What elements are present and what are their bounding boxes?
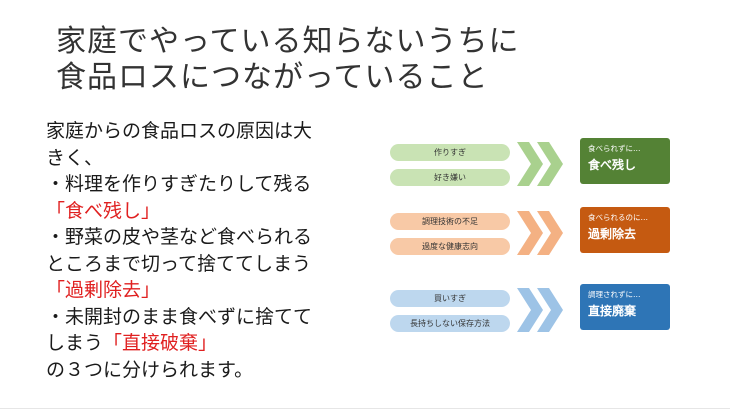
highlight-tabenokoshi: 「食べ残し」 bbox=[46, 199, 161, 222]
title-line-1: 家庭でやっている知らないうちに bbox=[56, 24, 520, 59]
result-title: 食べ残し bbox=[588, 158, 637, 172]
body-line: ・野菜の皮や茎など食べられる bbox=[46, 226, 313, 248]
body-line: 家庭からの食品ロスの原因は大 bbox=[46, 120, 313, 142]
title-line-2: 食品ロスにつながっていること bbox=[56, 60, 489, 95]
result-box: 調理されずに… 直接廃棄 bbox=[580, 284, 670, 330]
cause-pill: 過度な健康志向 bbox=[390, 238, 510, 255]
cause-pill: 長持ちしない保存方法 bbox=[390, 315, 510, 332]
body-text: 家庭からの食品ロスの原因は大 きく、 ・料理を作りすぎたりして残る 「食べ残し」… bbox=[46, 118, 356, 383]
double-chevron-icon bbox=[517, 211, 563, 255]
cause-pill: 好き嫌い bbox=[390, 169, 510, 186]
body-line: の３つに分けられます。 bbox=[46, 358, 254, 381]
divider bbox=[0, 408, 730, 409]
body-line: ところまで切って捨ててしまう bbox=[46, 252, 312, 275]
body-line: ・未開封のまま食べずに捨てて bbox=[46, 305, 313, 328]
body-line: ・料理を作りすぎたりして残る bbox=[46, 173, 312, 195]
highlight-kajojokyo: 「過剰除去」 bbox=[46, 279, 161, 301]
cause-pill: 調理技術の不足 bbox=[390, 213, 510, 230]
result-title: 過剰除去 bbox=[588, 227, 637, 241]
double-chevron-icon bbox=[517, 288, 563, 332]
slide-title: 家庭でやっている知らないうちに 食品ロスにつながっていること bbox=[56, 24, 696, 96]
cause-result-diagram: 作りすぎ 好き嫌い 食べられずに… 食べ残し 調理技術の不足 過度な健康志向 食… bbox=[380, 138, 710, 338]
body-line: きく、 bbox=[46, 146, 104, 169]
cause-pill: 買いすぎ bbox=[390, 290, 510, 307]
body-line-part: しまう bbox=[46, 332, 104, 354]
result-subtitle: 調理されずに… bbox=[588, 290, 641, 299]
result-subtitle: 食べられるのに… bbox=[588, 213, 648, 222]
diagram-row: 作りすぎ 好き嫌い 食べられずに… 食べ残し bbox=[380, 138, 710, 194]
diagram-row: 買いすぎ 長持ちしない保存方法 調理されずに… 直接廃棄 bbox=[380, 284, 710, 340]
body-line: しまう「直接破棄」 bbox=[46, 330, 356, 357]
result-box: 食べられずに… 食べ残し bbox=[580, 138, 670, 184]
result-box: 食べられるのに… 過剰除去 bbox=[580, 207, 670, 253]
highlight-chokusetsu: 「直接破棄」 bbox=[103, 332, 218, 354]
diagram-row: 調理技術の不足 過度な健康志向 食べられるのに… 過剰除去 bbox=[380, 207, 710, 263]
result-subtitle: 食べられずに… bbox=[588, 144, 641, 153]
result-title: 直接廃棄 bbox=[588, 304, 637, 318]
double-chevron-icon bbox=[517, 142, 563, 186]
cause-pill: 作りすぎ bbox=[390, 144, 510, 161]
